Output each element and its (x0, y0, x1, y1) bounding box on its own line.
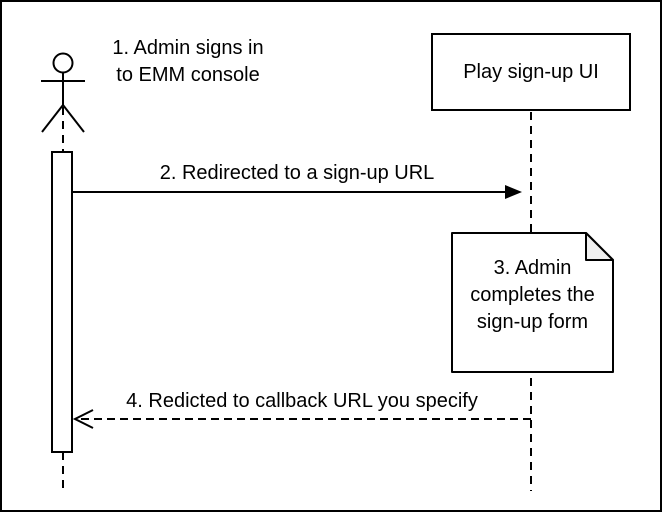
actor-step-label: 1. Admin signs in to EMM console (98, 35, 278, 89)
note-text-line2: completes the (470, 284, 595, 306)
actor-step-label-line1: 1. Admin signs in (112, 37, 264, 59)
participant-box-play-signup-ui: Play sign-up UI (431, 33, 631, 111)
note-text: 3. Admin completes the sign-up form (452, 255, 613, 336)
activation-bar (51, 151, 73, 453)
message-arrow-callback (72, 409, 531, 429)
note-text-line1: 3. Admin (493, 257, 572, 279)
note-text-line3: sign-up form (476, 311, 589, 333)
actor-icon (41, 52, 85, 133)
actor-step-label-line2: to EMM console (116, 64, 260, 86)
participant-label: Play sign-up UI (463, 60, 599, 83)
message-label-redirect: 2. Redirected to a sign-up URL (159, 162, 435, 184)
note-fold-icon (585, 232, 614, 261)
filled-arrowhead-icon (505, 185, 522, 199)
message-label-callback: 4. Redicted to callback URL you specify (126, 390, 478, 412)
message-arrow-redirect (72, 185, 522, 199)
open-arrowhead-icon (72, 409, 94, 429)
note-shape (451, 232, 614, 373)
